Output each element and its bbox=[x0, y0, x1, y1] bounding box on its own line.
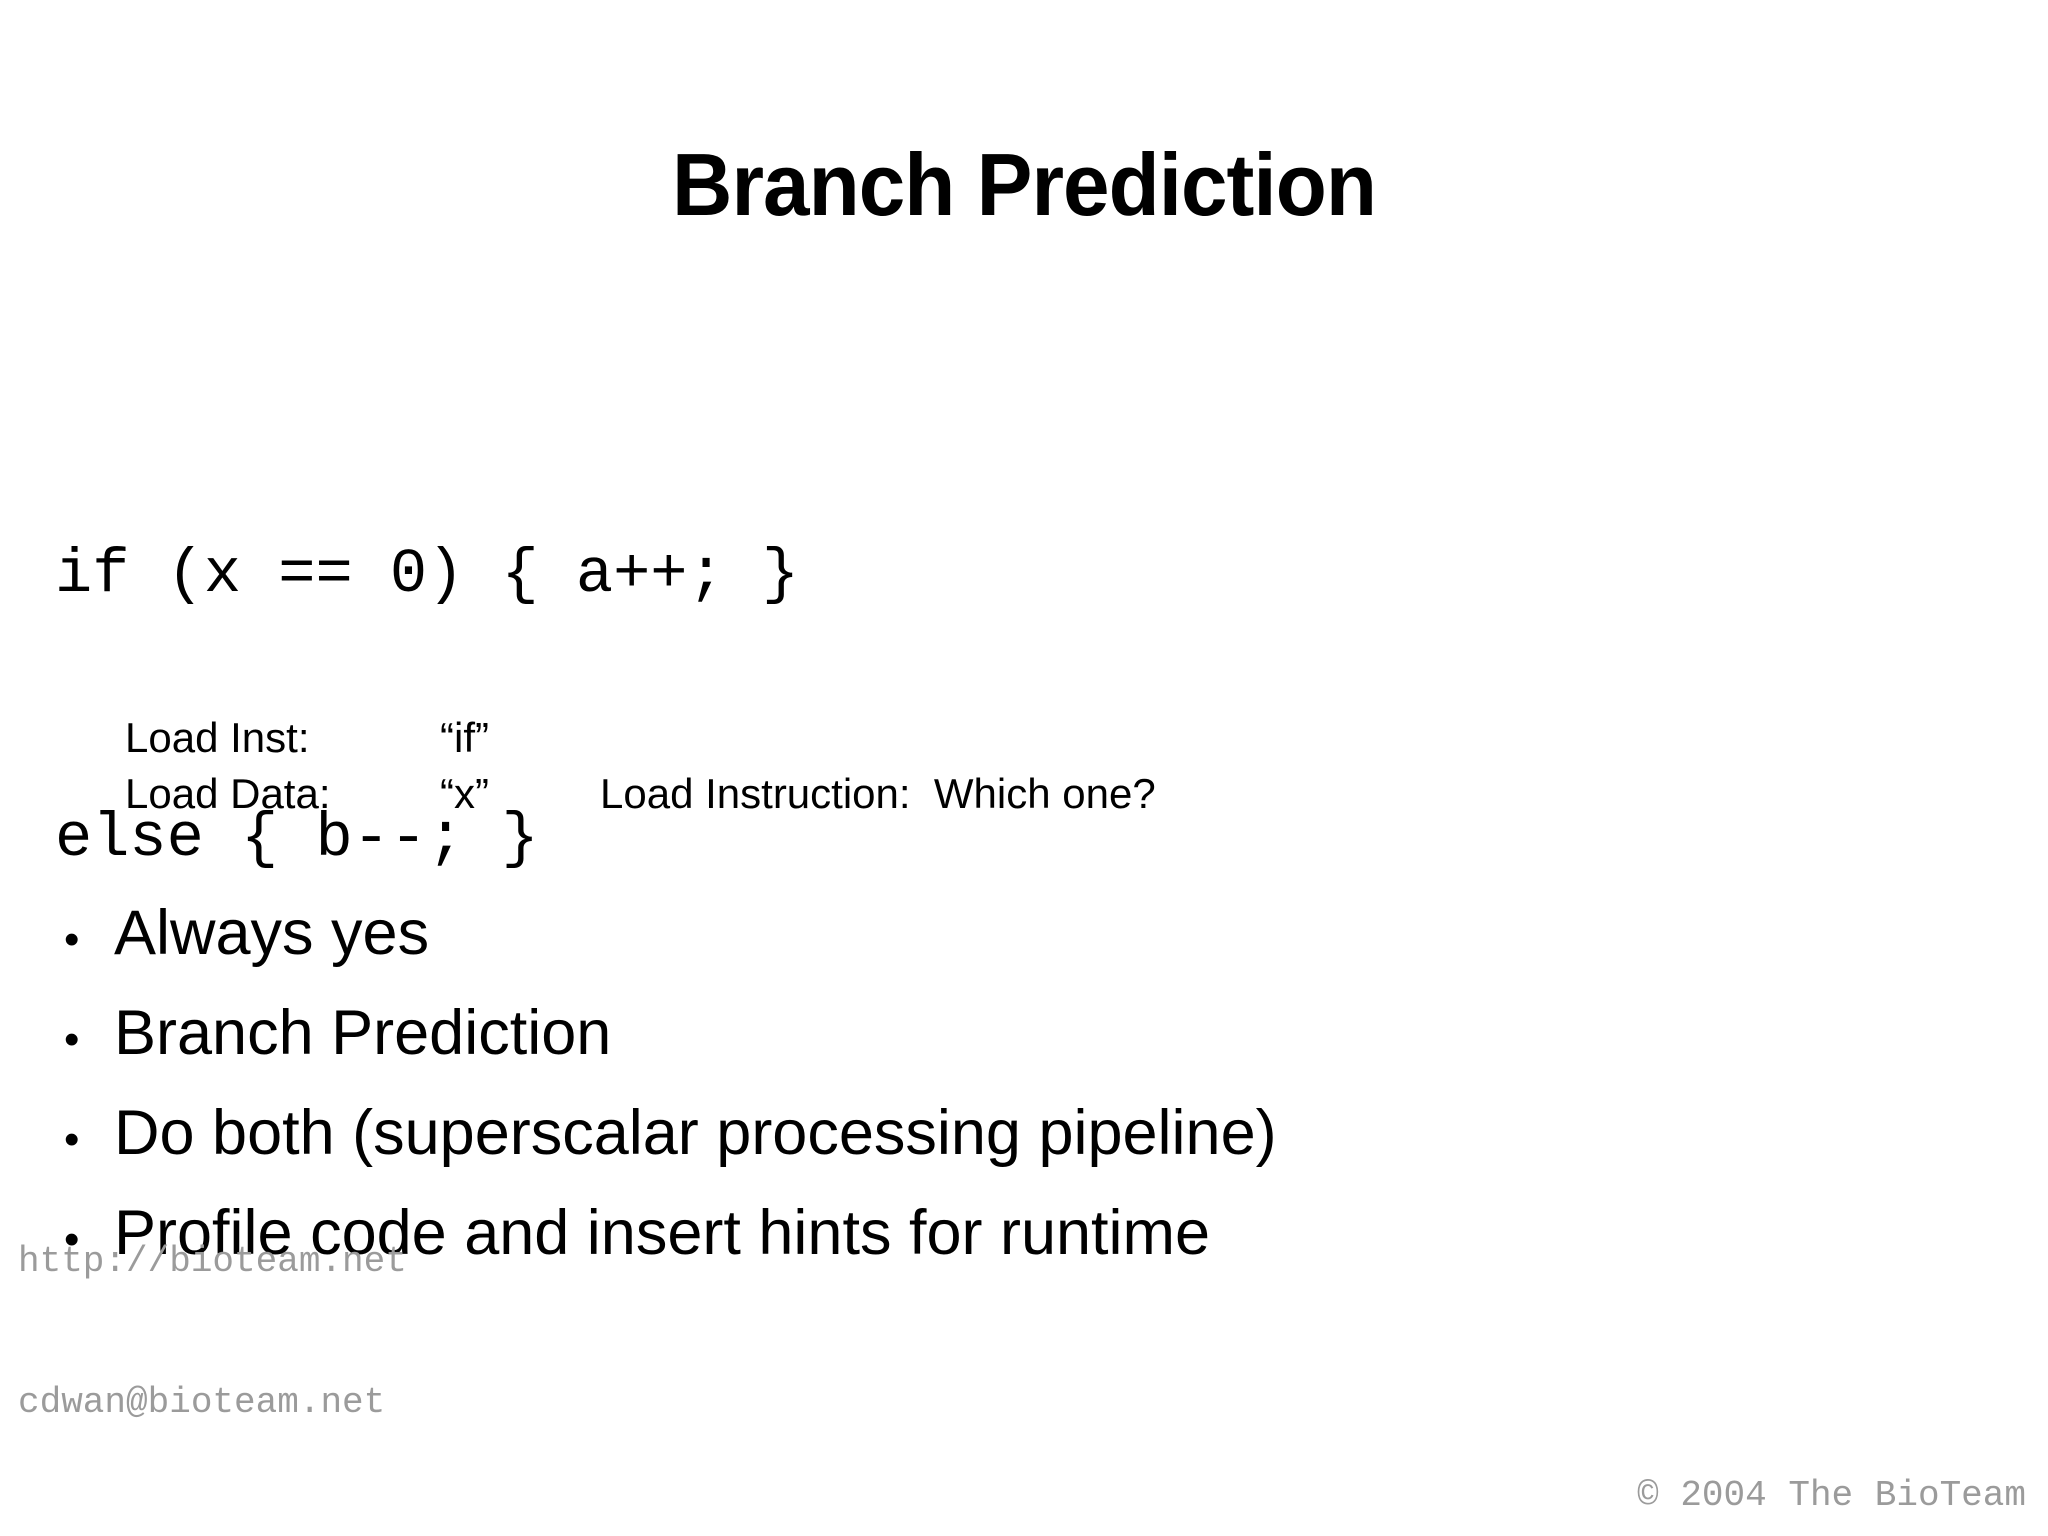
footer-email[interactable]: cdwan@bioteam.net bbox=[18, 1381, 386, 1423]
list-item: • Do both (superscalar processing pipeli… bbox=[52, 1093, 1952, 1175]
load-rows: Load Inst: “if” Load Data: “x” Load Instruc… bbox=[55, 655, 1156, 817]
bullet-text: Branch Prediction bbox=[114, 997, 612, 1068]
list-item: • Always yes bbox=[52, 893, 1952, 975]
load-data-value: “x” bbox=[440, 770, 489, 818]
bullet-dot-icon: • bbox=[64, 1014, 80, 1064]
code-block: if (x == 0) { a++; } else { b--; } bbox=[55, 355, 799, 1059]
load-data-extra: Load Instruction: Which one? bbox=[600, 770, 1156, 818]
bullet-dot-icon: • bbox=[64, 915, 80, 964]
load-row-inst: Load Inst: “if” bbox=[55, 655, 1156, 761]
bullet-text: Profile code and insert hints for runtim… bbox=[114, 1197, 1211, 1268]
footer-url[interactable]: http://bioteam.net bbox=[18, 1241, 407, 1283]
footer-contact: http://bioteam.net cdwan@bioteam.net bbox=[18, 1146, 407, 1520]
list-item: • Profile code and insert hints for runt… bbox=[52, 1193, 1952, 1275]
bullet-text: Always yes bbox=[114, 898, 430, 968]
page-title: Branch Prediction bbox=[672, 134, 1377, 234]
load-data-label: Load Data: bbox=[125, 770, 331, 818]
bullet-dot-icon: • bbox=[64, 1114, 80, 1164]
load-inst-label: Load Inst: bbox=[125, 714, 310, 762]
bullet-list: • Always yes • Branch Prediction • Do bo… bbox=[52, 893, 1952, 1293]
load-row-data: Load Data: “x” Load Instruction: Which one… bbox=[55, 711, 1156, 817]
code-line-1: if (x == 0) { a++; } bbox=[55, 539, 800, 611]
bullet-dot-icon: • bbox=[64, 1214, 80, 1264]
bullet-text: Do both (superscalar processing pipeline… bbox=[114, 1097, 1277, 1168]
footer-copyright: © 2004 The BioTeam bbox=[1637, 1475, 2026, 1517]
list-item: • Branch Prediction bbox=[52, 993, 1952, 1075]
load-inst-value: “if” bbox=[440, 714, 489, 762]
code-line-2: else { b--; } bbox=[55, 803, 539, 875]
